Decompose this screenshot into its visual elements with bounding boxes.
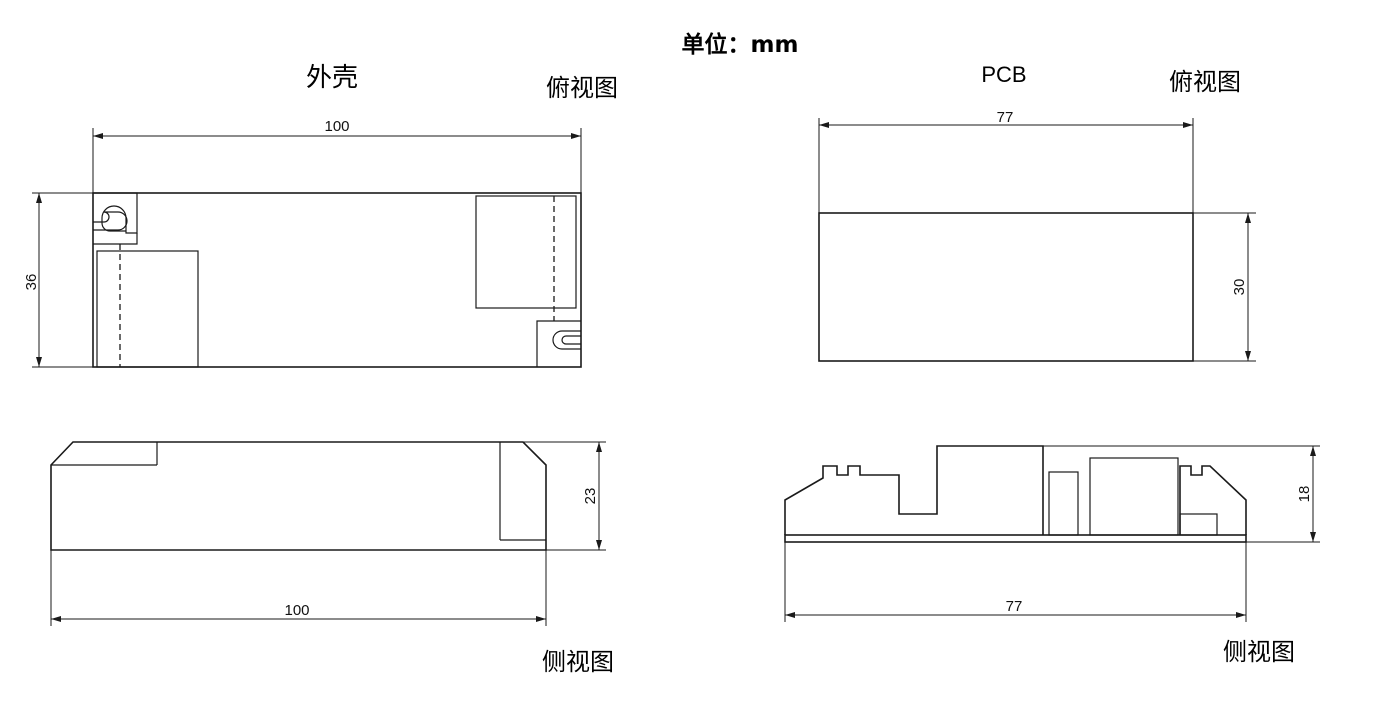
pcb-side-width-value: 77 <box>1006 598 1023 615</box>
pcb-section: PCB 俯视图 77 30 <box>784 62 1320 666</box>
housing-top-view <box>92 192 582 368</box>
pcb-side-height-dimension: 18 <box>1043 445 1320 543</box>
housing-side-height-value: 23 <box>582 488 599 505</box>
pcb-side-width-dimension: 77 <box>784 542 1247 622</box>
pcb-top-height-value: 30 <box>1231 279 1248 296</box>
housing-side-width-dimension: 100 <box>50 550 547 626</box>
pcb-top-view-label: 俯视图 <box>1169 68 1241 96</box>
pcb-side-view-label: 侧视图 <box>1223 638 1295 666</box>
pcb-top-width-value: 77 <box>997 109 1014 126</box>
housing-top-view-label: 俯视图 <box>546 74 618 102</box>
housing-top-height-value: 36 <box>23 274 40 291</box>
housing-side-view-label: 侧视图 <box>542 648 614 676</box>
housing-top-width-dimension: 100 <box>92 118 582 193</box>
pcb-top-height-dimension: 30 <box>1193 212 1256 362</box>
housing-top-width-value: 100 <box>324 118 349 135</box>
housing-title: 外壳 <box>306 63 358 93</box>
pcb-top-view <box>818 212 1194 362</box>
pcb-side-height-value: 18 <box>1296 486 1313 503</box>
pcb-title: PCB <box>981 62 1026 87</box>
pcb-top-width-dimension: 77 <box>818 109 1194 213</box>
pcb-side-view <box>784 445 1247 543</box>
unit-label: 单位：mm <box>682 31 799 58</box>
housing-side-view <box>50 441 547 551</box>
housing-top-height-dimension: 36 <box>23 192 93 368</box>
housing-section: 外壳 俯视图 100 <box>23 63 618 676</box>
housing-side-width-value: 100 <box>284 602 309 619</box>
housing-side-height-dimension: 23 <box>523 441 606 551</box>
